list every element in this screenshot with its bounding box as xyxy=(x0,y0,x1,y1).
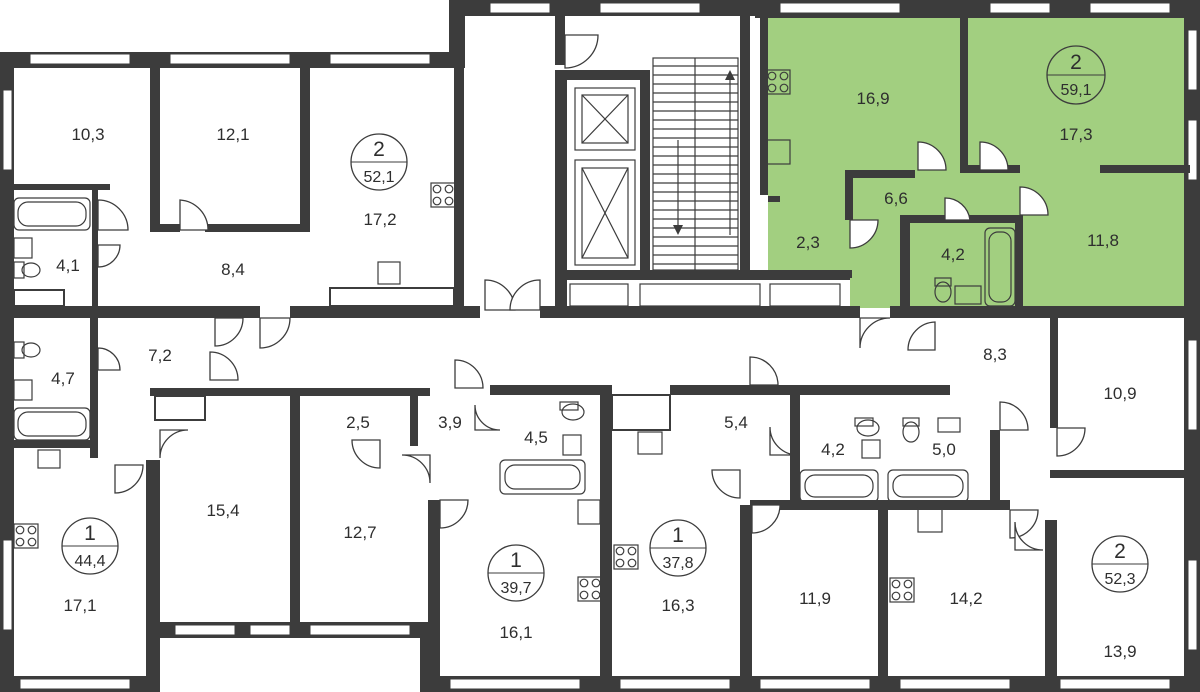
room-area: 11,9 xyxy=(799,589,831,608)
room-area: 3,9 xyxy=(438,413,462,432)
apartment-badge[interactable]: 1 39,7 xyxy=(487,544,545,602)
room-labels: 10,3 12,1 17,2 4,1 8,4 7,2 4,7 17,1 15,4… xyxy=(51,89,1136,661)
stairs-icon xyxy=(652,57,739,271)
apartment-area: 39,7 xyxy=(500,580,531,597)
elevator-icon xyxy=(574,87,636,266)
room-area: 16,9 xyxy=(856,89,889,108)
apartment-badge[interactable]: 1 37,8 xyxy=(649,519,707,577)
room-area: 7,2 xyxy=(148,346,172,365)
apartment-rooms: 1 xyxy=(510,549,522,572)
room-area: 10,3 xyxy=(71,125,104,144)
stove-icon xyxy=(13,523,39,549)
apartment-rooms: 2 xyxy=(1070,51,1082,74)
apartment-badge[interactable]: 2 59,1 xyxy=(1046,45,1106,105)
highlighted-apartment[interactable] xyxy=(760,15,1188,308)
stove-icon xyxy=(613,544,639,570)
apartment-area: 44,4 xyxy=(74,553,105,570)
room-area: 4,1 xyxy=(56,256,80,275)
apartment-badge[interactable]: 2 52,1 xyxy=(350,133,408,191)
room-area: 17,2 xyxy=(363,210,396,229)
room-area: 16,1 xyxy=(499,623,532,642)
room-area: 4,5 xyxy=(524,428,548,447)
room-area: 17,1 xyxy=(63,596,96,615)
room-area: 4,7 xyxy=(51,369,75,388)
stove-icon xyxy=(430,182,456,208)
room-area: 8,3 xyxy=(983,345,1007,364)
room-area: 17,3 xyxy=(1059,125,1092,144)
apartment-rooms: 1 xyxy=(672,524,684,547)
room-area: 10,9 xyxy=(1103,384,1136,403)
apartment-rooms: 2 xyxy=(1114,540,1126,563)
room-area: 11,8 xyxy=(1087,231,1119,250)
apartment-area: 52,3 xyxy=(1104,571,1135,588)
room-area: 4,2 xyxy=(821,440,845,459)
room-area: 16,3 xyxy=(661,596,694,615)
apartment-rooms: 1 xyxy=(84,522,96,545)
apartment-rooms: 2 xyxy=(373,138,385,161)
apartment-area: 59,1 xyxy=(1060,82,1091,99)
apartment-area: 52,1 xyxy=(363,169,394,186)
room-area: 14,2 xyxy=(949,589,982,608)
stove-icon xyxy=(889,577,915,603)
stove-icon xyxy=(577,576,603,602)
room-area: 2,3 xyxy=(796,233,820,252)
room-area: 5,4 xyxy=(724,413,748,432)
apartment-badge[interactable]: 2 52,3 xyxy=(1091,535,1149,593)
room-area: 5,0 xyxy=(932,440,956,459)
toilet-icon xyxy=(13,261,952,443)
room-area: 15,4 xyxy=(206,501,239,520)
stove-icon xyxy=(765,69,791,95)
room-area: 12,1 xyxy=(216,125,249,144)
room-area: 2,5 xyxy=(346,413,370,432)
room-area: 13,9 xyxy=(1103,642,1136,661)
apartment-badge[interactable]: 1 44,4 xyxy=(61,517,119,575)
doors xyxy=(97,34,1086,551)
room-area: 12,7 xyxy=(343,523,376,542)
shafts xyxy=(569,283,841,307)
apartment-area: 37,8 xyxy=(662,555,693,572)
room-area: 8,4 xyxy=(221,260,245,279)
room-area: 4,2 xyxy=(941,245,965,264)
bathtub-icon xyxy=(13,197,1016,503)
sink-icon xyxy=(13,139,982,533)
stove-icon xyxy=(13,69,915,603)
room-area: 6,6 xyxy=(884,189,908,208)
